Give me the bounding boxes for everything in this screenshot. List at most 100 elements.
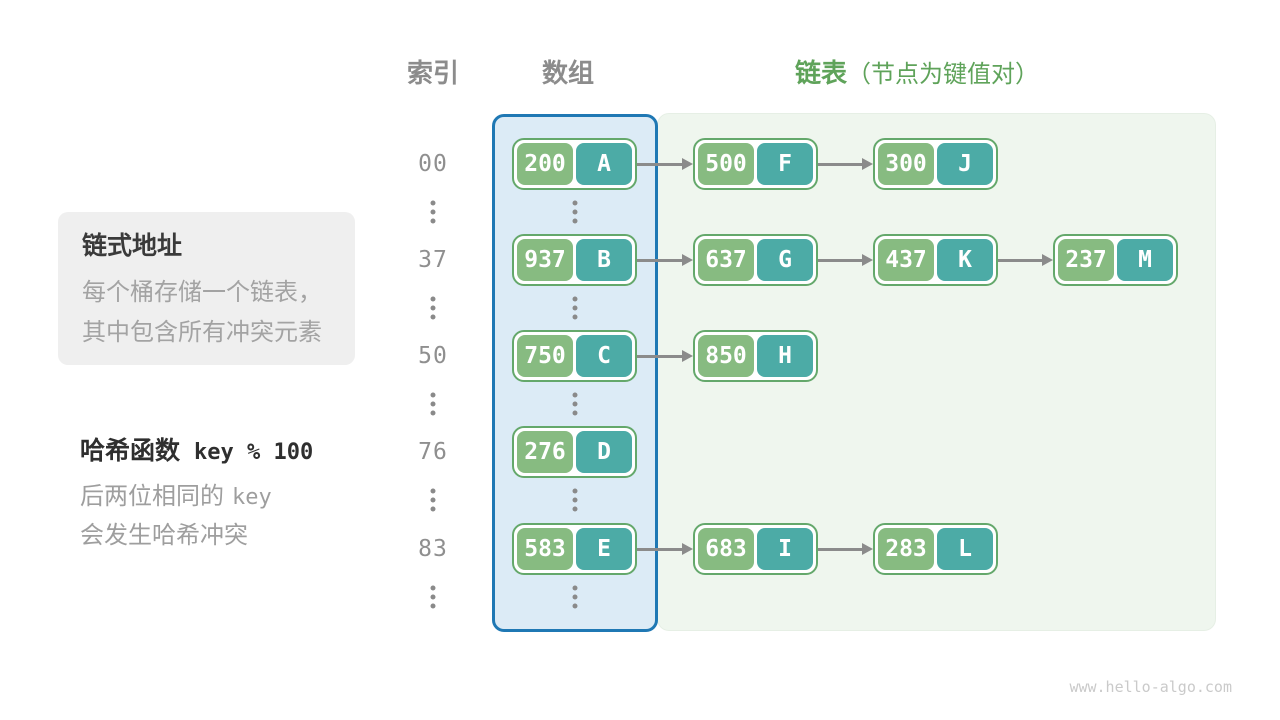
arrow: [818, 253, 873, 266]
dot: [430, 497, 436, 503]
dot: [572, 401, 578, 407]
dot: [430, 305, 436, 311]
info-box-line: 每个桶存储一个链表，: [82, 278, 322, 306]
ellipsis-dots: [430, 392, 436, 416]
dot: [430, 594, 436, 600]
dot: [572, 200, 578, 206]
node-value: B: [576, 239, 632, 281]
dot: [572, 603, 578, 609]
list-header-note: （节点为键值对）: [847, 60, 1040, 88]
node-value: J: [937, 143, 993, 185]
dot: [572, 594, 578, 600]
dot: [430, 218, 436, 224]
info-box-title: 链式地址: [82, 231, 183, 260]
node-key: 300: [878, 143, 934, 185]
dot: [430, 410, 436, 416]
node-key: 283: [878, 528, 934, 570]
dot: [572, 497, 578, 503]
node-key: 937: [517, 239, 573, 281]
node-value: D: [576, 431, 632, 473]
hash-note-line: 会发生哈希冲突: [80, 521, 248, 549]
info-box: 链式地址 每个桶存储一个链表， 其中包含所有冲突元素: [58, 212, 355, 365]
index-label: 50: [418, 343, 448, 369]
arrow: [637, 253, 693, 266]
column-header-list: 链表（节点为键值对）: [795, 53, 1039, 90]
dot: [572, 314, 578, 320]
node-value: F: [757, 143, 813, 185]
node-value: H: [757, 335, 813, 377]
arrow: [818, 157, 873, 170]
ellipsis-dots: [572, 200, 578, 224]
index-label: 00: [418, 151, 448, 177]
node-key: 683: [698, 528, 754, 570]
ellipsis-dots: [572, 488, 578, 512]
node-key: 237: [1058, 239, 1114, 281]
dot: [572, 218, 578, 224]
hash-note-line-text: 后两位相同的: [80, 482, 224, 510]
dot: [572, 305, 578, 311]
dot: [572, 488, 578, 494]
dot: [430, 200, 436, 206]
dot: [430, 506, 436, 512]
index-label: 83: [418, 536, 448, 562]
ellipsis-dots: [572, 296, 578, 320]
dot: [430, 209, 436, 215]
node-value: A: [576, 143, 632, 185]
node-key: 750: [517, 335, 573, 377]
index-label: 76: [418, 439, 448, 465]
dot: [430, 392, 436, 398]
dot: [430, 296, 436, 302]
watermark: www.hello-algo.com: [1069, 678, 1232, 696]
node-key: 276: [517, 431, 573, 473]
arrow: [818, 542, 873, 555]
dot: [430, 314, 436, 320]
hash-note-line-code: key: [232, 485, 272, 510]
node-key: 850: [698, 335, 754, 377]
dot: [572, 506, 578, 512]
node-key: 200: [517, 143, 573, 185]
ellipsis-dots: [430, 296, 436, 320]
node-value: E: [576, 528, 632, 570]
node-key: 500: [698, 143, 754, 185]
ellipsis-dots: [430, 200, 436, 224]
node-key: 637: [698, 239, 754, 281]
ellipsis-dots: [572, 585, 578, 609]
dot: [430, 585, 436, 591]
node-value: G: [757, 239, 813, 281]
node-value: C: [576, 335, 632, 377]
node-key: 583: [517, 528, 573, 570]
arrow: [637, 349, 693, 362]
column-header-array: 数组: [541, 59, 595, 89]
node-value: L: [937, 528, 993, 570]
dot: [572, 585, 578, 591]
arrow: [637, 157, 693, 170]
list-header-label: 链表: [795, 59, 848, 89]
dot: [572, 410, 578, 416]
hash-note-line: 后两位相同的 key: [80, 476, 272, 511]
index-label: 37: [418, 247, 448, 273]
dot: [572, 392, 578, 398]
dot: [430, 603, 436, 609]
dot: [430, 488, 436, 494]
column-header-index: 索引: [406, 59, 460, 89]
arrow: [637, 542, 693, 555]
hash-note-label: 哈希函数: [80, 436, 181, 465]
arrow: [998, 253, 1053, 266]
node-value: M: [1117, 239, 1173, 281]
ellipsis-dots: [430, 585, 436, 609]
dot: [572, 296, 578, 302]
